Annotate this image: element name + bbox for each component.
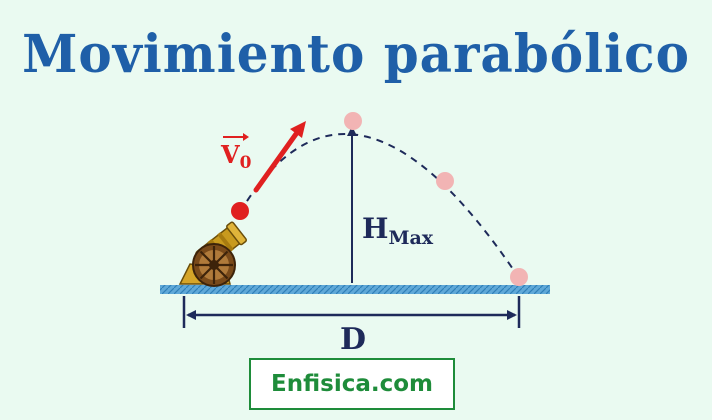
diagram-title: Movimiento parabólico xyxy=(22,22,690,85)
cannon-icon xyxy=(178,221,248,287)
projectile-apex xyxy=(344,112,362,130)
velocity-label: V0 xyxy=(220,133,252,173)
distance-label: D xyxy=(340,322,366,357)
svg-text:V0: V0 xyxy=(220,140,252,173)
site-label: Enfisica.com xyxy=(271,371,433,397)
height-subscript: Max xyxy=(388,227,433,249)
height-symbol: H xyxy=(362,212,388,245)
velocity-arrow-icon xyxy=(253,121,306,193)
velocity-subscript: 0 xyxy=(240,153,252,173)
projectile-descending xyxy=(436,172,454,190)
site-badge[interactable]: Enfisica.com xyxy=(249,358,455,410)
ground xyxy=(160,285,550,294)
velocity-symbol: V xyxy=(220,140,240,169)
projectile-landing xyxy=(510,268,528,286)
trajectory-path xyxy=(239,133,520,279)
max-height-label: HMax xyxy=(362,212,434,249)
projectile-start xyxy=(231,202,249,220)
